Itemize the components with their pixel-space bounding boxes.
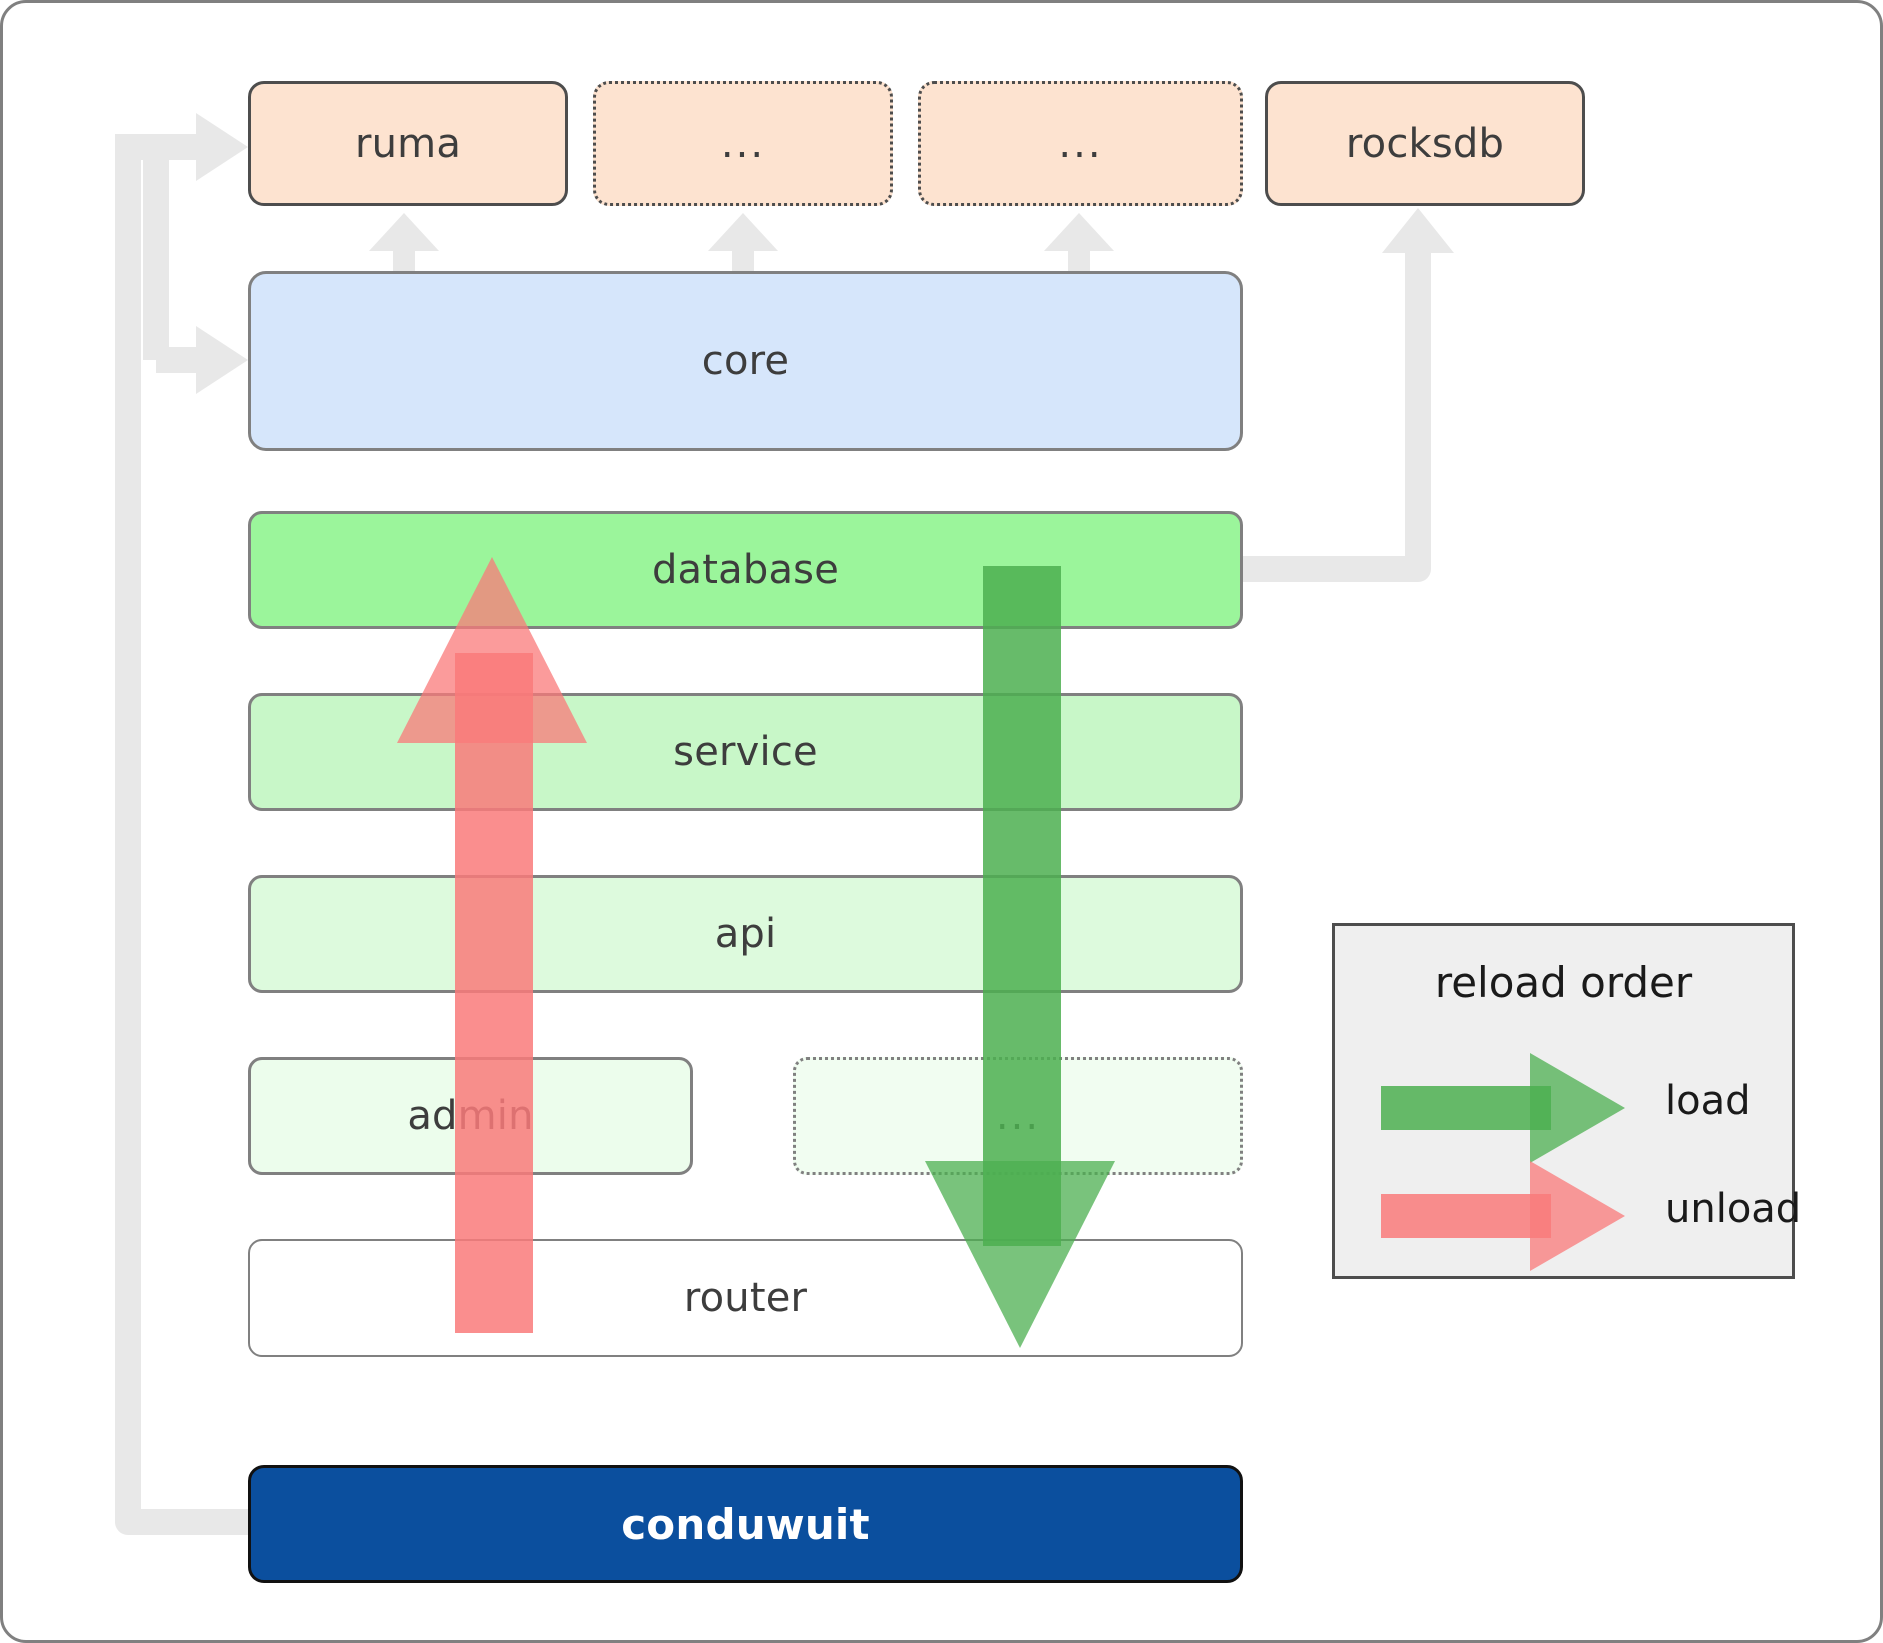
unload-legend-arrow: [1381, 1161, 1625, 1271]
node-ext-dots-1[interactable]: ...: [593, 81, 893, 206]
node-label: ...: [1058, 120, 1103, 167]
node-database[interactable]: database: [248, 511, 1243, 629]
node-label: core: [701, 338, 790, 384]
node-label: database: [651, 547, 840, 593]
legend-item-unload: unload: [1335, 1161, 1801, 1271]
legend-reload-order: reload order load unload: [1332, 923, 1801, 1279]
node-sub-dots[interactable]: ...: [793, 1057, 1243, 1175]
node-label: ...: [995, 1093, 1041, 1139]
node-conduwuit[interactable]: conduwuit: [248, 1465, 1243, 1583]
node-service[interactable]: service: [248, 693, 1243, 811]
legend-label: unload: [1665, 1186, 1802, 1232]
connector-arrowhead-ruma: [196, 113, 248, 181]
node-label: api: [714, 911, 777, 957]
node-router[interactable]: router: [248, 1239, 1243, 1357]
connector-conduwuit-rail: [115, 134, 248, 1535]
node-label: rocksdb: [1345, 120, 1505, 167]
node-core[interactable]: core: [248, 271, 1243, 451]
node-admin[interactable]: admin: [248, 1057, 693, 1175]
node-ext-dots-2[interactable]: ...: [918, 81, 1243, 206]
legend-label: load: [1665, 1078, 1751, 1124]
connector-database-to-rocksdb: [1243, 253, 1431, 582]
connector-arrowhead-core: [196, 326, 248, 394]
node-ruma[interactable]: ruma: [248, 81, 568, 206]
node-api[interactable]: api: [248, 875, 1243, 993]
legend-item-load: load: [1335, 1053, 1792, 1163]
node-label: ...: [720, 120, 766, 167]
load-legend-arrow: [1381, 1053, 1625, 1163]
node-label: router: [683, 1275, 808, 1321]
node-label: conduwuit: [621, 1499, 870, 1549]
connector-arrowhead-rocksdb: [1382, 208, 1454, 253]
connector-arrows: [115, 113, 1454, 1535]
node-label: ruma: [354, 120, 462, 167]
legend-title: reload order: [1434, 958, 1693, 1007]
node-rocksdb[interactable]: rocksdb: [1265, 81, 1585, 206]
node-label: admin: [407, 1093, 534, 1139]
node-label: service: [673, 729, 818, 775]
